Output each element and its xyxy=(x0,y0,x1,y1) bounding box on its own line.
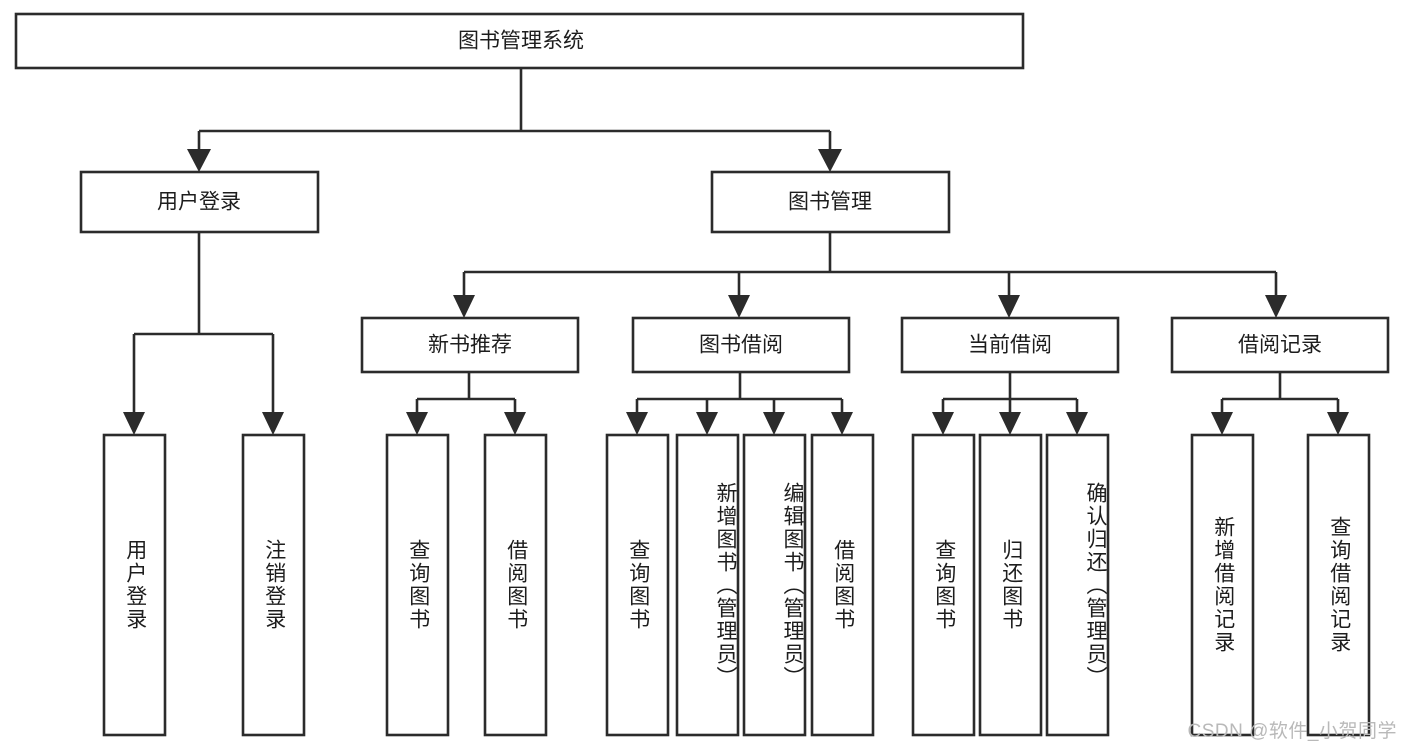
arrowhead-user-login xyxy=(187,149,211,172)
arrowhead-leaf-borrow-book-1 xyxy=(504,412,526,435)
leaf-boxes xyxy=(102,433,1371,737)
arrowhead-leaf-logout xyxy=(262,412,284,435)
node-current-borrow-box[interactable] xyxy=(900,316,1120,374)
leaf-confirm-return-box[interactable] xyxy=(1045,433,1110,737)
node-user-login[interactable]: 用户登录 xyxy=(79,170,320,234)
connectors xyxy=(132,68,1340,413)
arrowhead-leaf-user-login xyxy=(123,412,145,435)
node-book-manage-box[interactable] xyxy=(710,170,951,234)
arrowhead-leaf-add-book xyxy=(696,412,718,435)
node-root[interactable]: 图书管理系统 xyxy=(14,12,1025,70)
leaf-edit-book-box[interactable] xyxy=(742,433,807,737)
node-book-borrow-label: 图书借阅 xyxy=(699,334,783,357)
node-borrow-record[interactable]: 借阅记录 xyxy=(1170,316,1390,374)
node-borrow-record-label: 借阅记录 xyxy=(1238,334,1322,357)
leaf-query-record-box[interactable] xyxy=(1306,433,1371,737)
arrowhead-leaf-query-record xyxy=(1327,412,1349,435)
leaf-borrow-book-2-box[interactable] xyxy=(810,433,875,737)
arrowhead-leaf-add-record xyxy=(1211,412,1233,435)
arrowhead-leaf-query-book-1 xyxy=(406,412,428,435)
node-book-borrow[interactable]: 图书借阅 xyxy=(631,316,851,374)
node-root-box[interactable] xyxy=(14,12,1025,70)
node-root-label: 图书管理系统 xyxy=(458,30,584,53)
leaf-add-record-box[interactable] xyxy=(1190,433,1255,737)
leaf-query-book-3-box[interactable] xyxy=(911,433,976,737)
leaf-return-book-box[interactable] xyxy=(978,433,1043,737)
arrowhead-new-book-recommend xyxy=(453,295,475,318)
node-new-book-recommend-box[interactable] xyxy=(360,316,580,374)
arrowhead-leaf-edit-book xyxy=(763,412,785,435)
arrow-heads xyxy=(123,149,1349,435)
leaf-query-book-1-box[interactable] xyxy=(385,433,450,737)
arrowhead-leaf-query-book-3 xyxy=(932,412,954,435)
arrowhead-book-borrow xyxy=(728,295,750,318)
node-book-borrow-box[interactable] xyxy=(631,316,851,374)
node-book-manage[interactable]: 图书管理 xyxy=(710,170,951,234)
arrowhead-current-borrow xyxy=(998,295,1020,318)
leaf-logout-box[interactable] xyxy=(241,433,306,737)
node-new-book-recommend[interactable]: 新书推荐 xyxy=(360,316,580,374)
node-new-book-recommend-label: 新书推荐 xyxy=(428,334,512,357)
node-borrow-record-box[interactable] xyxy=(1170,316,1390,374)
leaf-borrow-book-1-box[interactable] xyxy=(483,433,548,737)
arrowhead-leaf-return-book xyxy=(999,412,1021,435)
leaf-user-login-box[interactable] xyxy=(102,433,167,737)
arrowhead-borrow-record xyxy=(1265,295,1287,318)
csdn-watermark: CSDN @软件_小贺同学 xyxy=(1187,721,1397,742)
arrowhead-leaf-confirm-return xyxy=(1066,412,1088,435)
arrowhead-leaf-borrow-book-2 xyxy=(831,412,853,435)
node-current-borrow[interactable]: 当前借阅 xyxy=(900,316,1120,374)
leaf-query-book-2-box[interactable] xyxy=(605,433,670,737)
node-current-borrow-label: 当前借阅 xyxy=(968,334,1052,357)
node-user-login-box[interactable] xyxy=(79,170,320,234)
arrowhead-book-manage xyxy=(818,149,842,172)
arrowhead-leaf-query-book-2 xyxy=(626,412,648,435)
leaf-add-book-box[interactable] xyxy=(675,433,740,737)
node-book-manage-label: 图书管理 xyxy=(788,191,872,214)
node-user-login-label: 用户登录 xyxy=(157,191,241,214)
